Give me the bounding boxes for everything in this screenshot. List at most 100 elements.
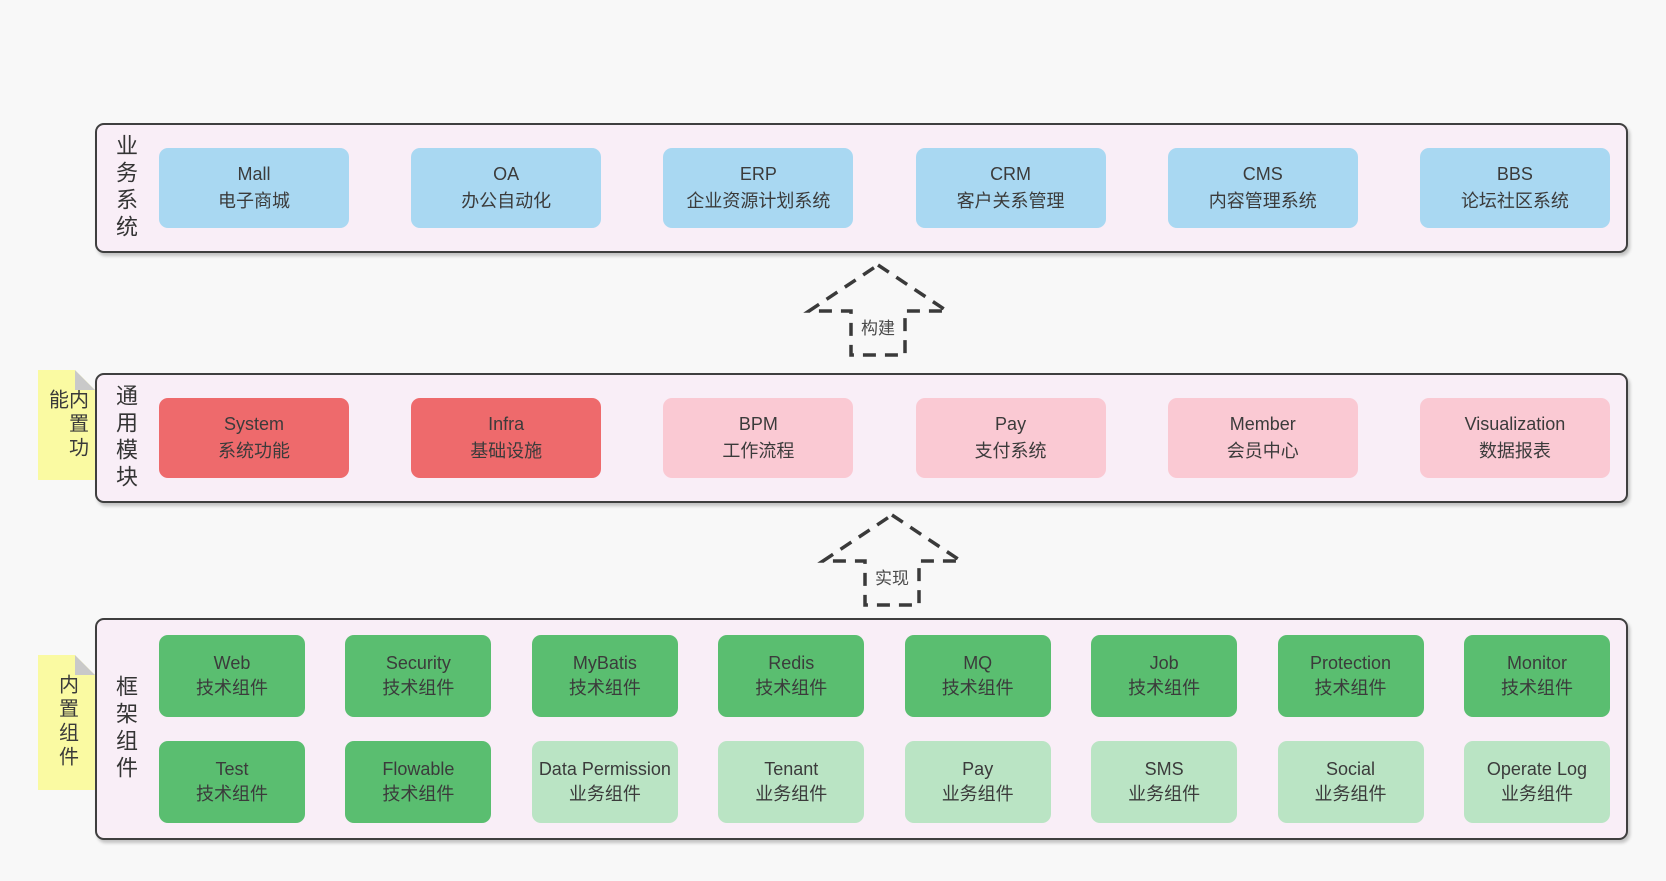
box-test: Test 技术组件 [159,741,305,823]
box-subtitle: 技术组件 [1500,678,1573,698]
box-pay: Pay 支付系统 [915,398,1106,478]
sticky-text: 内置组件 [55,674,78,770]
box-subtitle: 业务组件 [1314,784,1387,804]
box-infra: Infra 基础设施 [411,398,602,478]
box-title: Mall [237,164,271,184]
box-subtitle: 数据报表 [1478,441,1551,461]
box-title: MyBatis [572,653,637,673]
box-title: Pay [995,414,1027,434]
box-title: Protection [1310,653,1392,673]
band-common-modules: 通用模块 System 系统功能 Infra 基础设施 BPM 工作流程 Pay… [95,373,1628,503]
box-subtitle: 技术组件 [382,678,455,698]
framework-row-business: Test 技术组件 Flowable 技术组件 Data Permission … [159,741,1610,823]
box-subtitle: 论坛社区系统 [1460,191,1569,211]
box-title: Operate Log [1486,759,1587,779]
box-subtitle: 技术组件 [568,678,641,698]
box-subtitle: 电子商城 [218,191,290,211]
box-security: Security 技术组件 [345,635,492,717]
box-subtitle: 技术组件 [196,678,268,698]
box-subtitle: 系统功能 [218,441,290,461]
box-title: Job [1149,653,1179,673]
arrow-label-implement: 实现 [875,569,909,588]
box-title: Tenant [764,759,819,779]
framework-components-rows: Web 技术组件 Security 技术组件 MyBatis 技术组件 Redi… [153,620,1626,838]
box-subtitle: 技术组件 [755,678,828,698]
band-label-common-modules: 通用模块 [113,384,138,492]
box-subtitle: 支付系统 [974,441,1047,461]
box-title: Security [385,653,451,673]
box-title: Monitor [1506,653,1567,673]
box-member: Member 会员中心 [1167,398,1358,478]
box-erp: ERP 企业资源计划系统 [663,148,854,228]
box-mybatis: MyBatis 技术组件 [531,635,678,717]
box-title: CMS [1242,164,1283,184]
box-subtitle: 业务组件 [755,784,828,804]
box-bbs: BBS 论坛社区系统 [1419,148,1610,228]
box-monitor: Monitor 技术组件 [1463,635,1610,717]
box-subtitle: 会员中心 [1226,441,1299,461]
implement-arrow-up-icon: 实现 [817,510,967,610]
box-crm: CRM 客户关系管理 [915,148,1106,228]
box-title: ERP [739,164,777,184]
sticky-note-built-in-components: 内置组件 [38,655,95,790]
arrow-label-build: 构建 [861,319,895,338]
build-arrow-up-icon: 构建 [803,260,953,360]
box-title: OA [493,164,520,184]
box-subtitle: 技术组件 [941,678,1014,698]
box-social: Social 业务组件 [1277,741,1424,823]
box-subtitle: 工作流程 [722,441,795,461]
box-title: BBS [1496,164,1533,184]
box-title: SMS [1144,759,1184,779]
box-subtitle: 内容管理系统 [1208,191,1317,211]
box-subtitle: 技术组件 [196,784,268,804]
box-subtitle: 业务组件 [1128,784,1201,804]
box-subtitle: 基础设施 [470,441,543,461]
box-subtitle: 技术组件 [382,784,455,804]
box-title: CRM [990,164,1032,184]
common-modules-boxes: System 系统功能 Infra 基础设施 BPM 工作流程 Pay 支付系统… [153,375,1626,501]
box-subtitle: 业务组件 [941,784,1014,804]
box-bpm: BPM 工作流程 [663,398,854,478]
box-visualization: Visualization 数据报表 [1419,398,1610,478]
sticky-fold-icon [75,370,95,390]
box-title: Test [215,759,249,779]
box-oa: OA 办公自动化 [411,148,602,228]
box-system: System 系统功能 [159,398,349,478]
sticky-text: 内置功能 [45,389,88,461]
box-flowable: Flowable 技术组件 [345,741,492,823]
box-web: Web 技术组件 [159,635,305,717]
sticky-note-built-in-features: 内置功能 [38,370,95,480]
band-label-business-systems: 业务系统 [113,134,138,242]
sticky-fold-icon [75,655,95,675]
box-title: Visualization [1464,414,1566,434]
box-title: System [223,414,284,434]
box-subtitle: 客户关系管理 [956,191,1065,211]
box-mall: Mall 电子商城 [159,148,349,228]
box-pay-business: Pay 业务组件 [904,741,1051,823]
box-tenant: Tenant 业务组件 [718,741,865,823]
box-protection: Protection 技术组件 [1277,635,1424,717]
box-subtitle: 业务组件 [1500,784,1573,804]
framework-row-technical: Web 技术组件 Security 技术组件 MyBatis 技术组件 Redi… [159,635,1610,717]
band-framework-components: 框架组件 Web 技术组件 Security 技术组件 MyBatis 技术组件… [95,618,1628,840]
box-mq: MQ 技术组件 [904,635,1051,717]
box-redis: Redis 技术组件 [718,635,865,717]
box-data-permission: Data Permission 业务组件 [531,741,678,823]
box-subtitle: 技术组件 [1314,678,1387,698]
business-systems-boxes: Mall 电子商城 OA 办公自动化 ERP 企业资源计划系统 CRM 客户关系… [153,125,1626,251]
box-subtitle: 技术组件 [1128,678,1201,698]
box-title: Redis [768,653,815,673]
band-label-framework-components: 框架组件 [113,675,138,783]
box-sms: SMS 业务组件 [1091,741,1238,823]
box-title: MQ [963,653,993,673]
box-title: Pay [962,759,994,779]
box-title: Infra [488,414,525,434]
box-title: Flowable [382,759,455,779]
box-job: Job 技术组件 [1091,635,1238,717]
box-subtitle: 业务组件 [568,784,641,804]
box-subtitle: 办公自动化 [461,191,552,211]
box-title: Social [1326,759,1376,779]
band-business-systems: 业务系统 Mall 电子商城 OA 办公自动化 ERP 企业资源计划系统 CRM… [95,123,1628,253]
box-title: Data Permission [538,759,671,779]
